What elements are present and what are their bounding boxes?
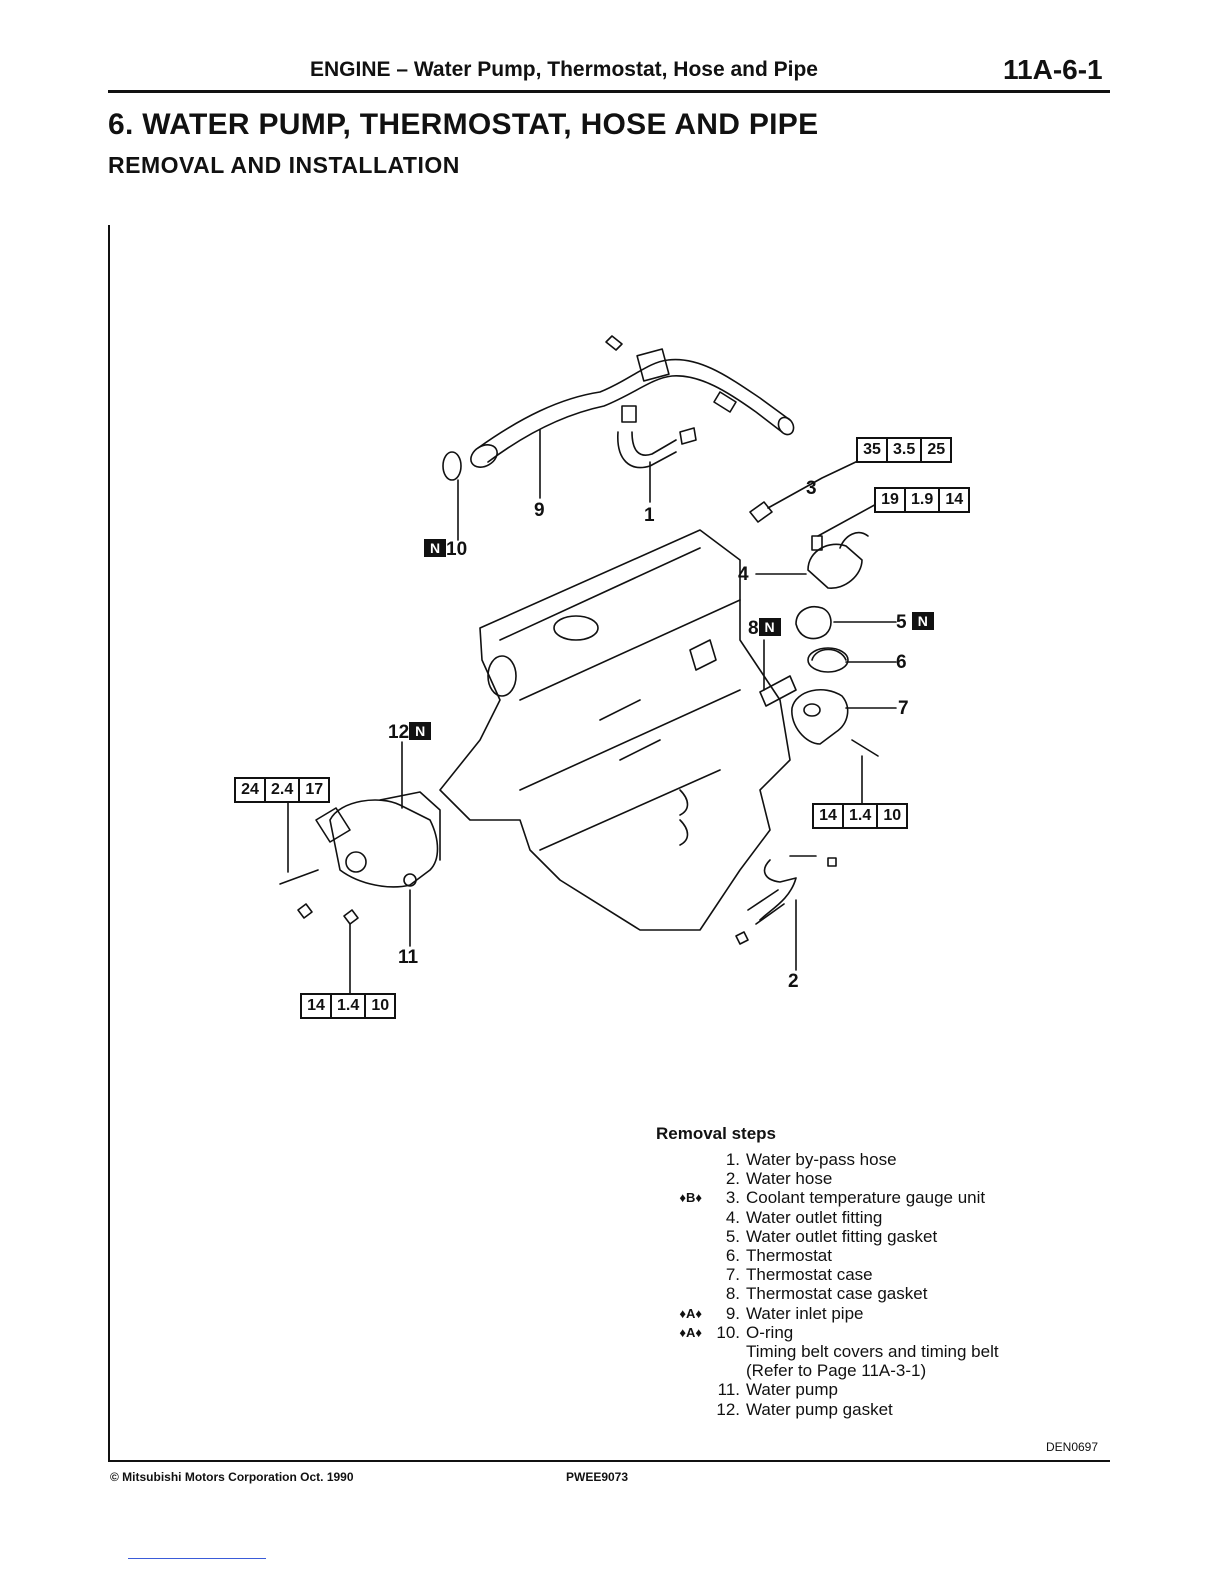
torque-box: 14 1.4 10 bbox=[300, 993, 397, 1019]
drawing-code: DEN0697 bbox=[1046, 1440, 1099, 1454]
page-number: 11A-6-1 bbox=[1003, 54, 1103, 85]
engine-block-drawing bbox=[439, 529, 791, 931]
water-inlet-pipe-drawing bbox=[470, 335, 795, 468]
list-item: 4.Water outlet fitting bbox=[725, 1207, 883, 1227]
figure-frame-left bbox=[108, 225, 110, 1462]
water-hose-drawing bbox=[735, 855, 837, 945]
list-item: 11.Water pump bbox=[717, 1380, 838, 1400]
list-item: 7.Thermostat case bbox=[725, 1265, 873, 1285]
section-title: ENGINE – Water Pump, Thermostat, Hose an… bbox=[310, 58, 818, 81]
new-part-badge: N bbox=[409, 722, 432, 740]
callout-4: 4 bbox=[738, 564, 749, 585]
new-part-badge: N bbox=[758, 618, 781, 636]
page-subtitle: REMOVAL AND INSTALLATION bbox=[108, 152, 460, 178]
callout-9: 9 bbox=[534, 500, 545, 521]
torque-box: 35 3.5 25 bbox=[856, 437, 953, 463]
list-item: 1.Water by-pass hose bbox=[725, 1150, 897, 1169]
thermostat-drawing bbox=[807, 647, 849, 673]
footer-doc-code: PWEE9073 bbox=[566, 1470, 629, 1484]
callout-6: 6 bbox=[896, 652, 907, 673]
water-pump-drawing bbox=[315, 791, 441, 888]
o-ring-drawing bbox=[442, 451, 462, 481]
thermostat-case-drawing bbox=[791, 688, 849, 745]
list-item: ♦A♦9.Water inlet pipe bbox=[679, 1303, 864, 1323]
bottom-rule bbox=[128, 1558, 266, 1559]
water-outlet-fitting-drawing bbox=[807, 501, 881, 589]
torque-box: 24 2.4 17 bbox=[234, 777, 331, 803]
page-title: 6. WATER PUMP, THERMOSTAT, HOSE AND PIPE bbox=[108, 108, 819, 141]
new-part-badge: N bbox=[911, 612, 934, 630]
list-item: (Refer to Page 11A-3-1) bbox=[746, 1361, 927, 1381]
bypass-hose-drawing bbox=[617, 405, 697, 469]
figure-frame-bottom bbox=[108, 1460, 1110, 1462]
callout-1: 1 bbox=[644, 505, 655, 526]
torque-box: 14 1.4 10 bbox=[812, 803, 909, 829]
list-item: 12.Water pump gasket bbox=[716, 1399, 893, 1419]
new-part-badge: N bbox=[424, 539, 446, 557]
callout-3: 3 bbox=[806, 478, 817, 499]
list-item: 6.Thermostat bbox=[725, 1246, 832, 1266]
list-item: 8.Thermostat case gasket bbox=[725, 1284, 928, 1304]
footer-copyright: © Mitsubishi Motors Corporation Oct. 199… bbox=[110, 1470, 354, 1484]
exploded-diagram bbox=[279, 335, 897, 997]
list-item: 2.Water hose bbox=[725, 1169, 833, 1189]
list-item: 5.Water outlet fitting gasket bbox=[725, 1226, 938, 1246]
list-item: ♦A♦10.O-ring bbox=[679, 1322, 794, 1342]
callout-5: 5 N bbox=[896, 612, 934, 634]
torque-box: 19 1.9 14 bbox=[874, 487, 971, 513]
list-item: Timing belt covers and timing belt bbox=[746, 1342, 999, 1362]
callout-2: 2 bbox=[788, 971, 799, 992]
header-rule bbox=[108, 90, 1110, 93]
list-item: ♦B♦3.Coolant temperature gauge unit bbox=[679, 1188, 986, 1208]
removal-steps-list: 1.Water by-pass hose 2.Water hose ♦B♦3.C… bbox=[656, 1150, 1096, 1419]
callout-11: 11 bbox=[398, 947, 419, 968]
removal-steps-heading: Removal steps bbox=[656, 1124, 776, 1143]
callout-7: 7 bbox=[898, 698, 909, 719]
